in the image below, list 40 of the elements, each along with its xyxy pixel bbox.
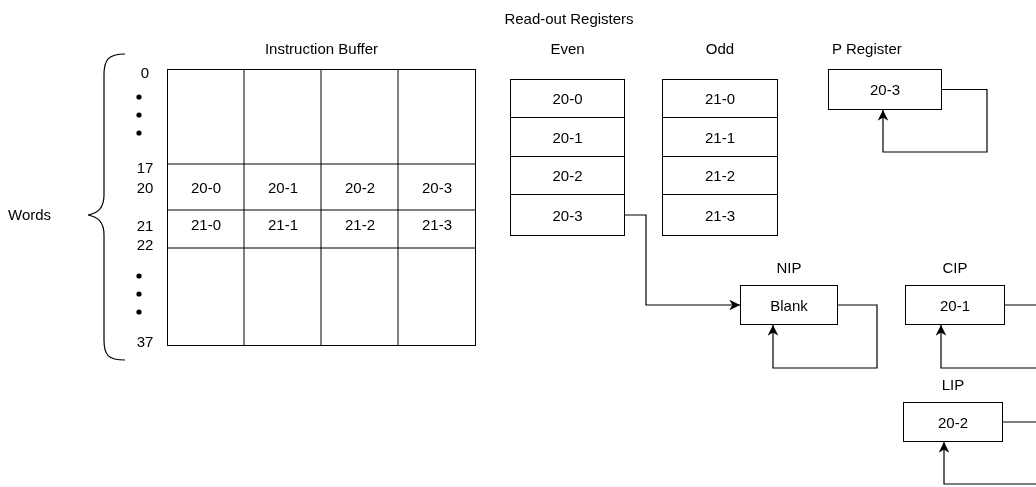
column-heading: Even bbox=[550, 40, 585, 58]
arrow bbox=[938, 421, 1036, 485]
cell-text: 20-1 bbox=[267, 179, 299, 197]
cell-text: 20-2 bbox=[344, 179, 376, 197]
register-cell: 20-0 bbox=[510, 79, 625, 118]
row-number: 37 bbox=[135, 333, 155, 351]
register-label: NIP bbox=[776, 259, 802, 277]
column-heading: Instruction Buffer bbox=[264, 40, 379, 58]
register-cell: 21-3 bbox=[662, 194, 778, 236]
register-box: 20-1 bbox=[905, 285, 1005, 325]
cell-text: 21-3 bbox=[421, 216, 453, 234]
register-cell: 20-1 bbox=[510, 117, 625, 157]
register-cell: 21-0 bbox=[662, 79, 778, 118]
register-cell: 20-3 bbox=[510, 194, 625, 236]
row-number: 20 bbox=[135, 179, 155, 197]
register-cell: 20-2 bbox=[510, 156, 625, 195]
cell-text: 21-0 bbox=[190, 216, 222, 234]
cell-text: 21-1 bbox=[267, 216, 299, 234]
brace-label: Words bbox=[8, 206, 53, 224]
row-number: 22 bbox=[135, 236, 155, 254]
column-heading: Odd bbox=[705, 40, 735, 58]
arrow bbox=[877, 88, 988, 153]
arrow bbox=[767, 304, 878, 369]
register-box: 20-2 bbox=[903, 402, 1003, 442]
section-heading: Read-out Registers bbox=[503, 10, 635, 28]
register-label: LIP bbox=[941, 376, 965, 394]
arrow bbox=[935, 304, 1036, 369]
register-label: CIP bbox=[942, 259, 968, 277]
cell-text: 20-0 bbox=[190, 179, 222, 197]
register-box: Blank bbox=[740, 285, 838, 325]
register-label: P Register bbox=[832, 40, 902, 58]
register-box: 20-3 bbox=[828, 69, 942, 110]
arrow bbox=[624, 214, 741, 311]
register-cell: 21-1 bbox=[662, 117, 778, 157]
row-number: 0 bbox=[139, 64, 151, 82]
row-number: 21 bbox=[135, 217, 155, 235]
cell-text: 21-2 bbox=[344, 216, 376, 234]
cell-text: 20-3 bbox=[421, 179, 453, 197]
register-cell: 21-2 bbox=[662, 156, 778, 195]
row-number: 17 bbox=[135, 159, 155, 177]
